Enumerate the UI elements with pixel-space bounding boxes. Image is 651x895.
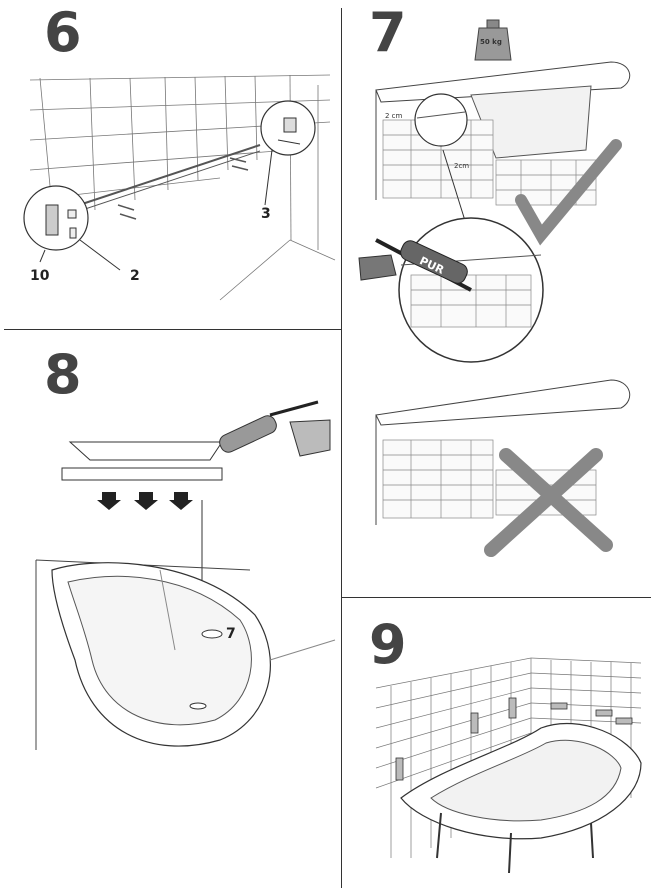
vertical-divider (341, 8, 342, 888)
label-3: 3 (261, 206, 271, 222)
label-2: 2 (130, 268, 140, 284)
gap-side-label: 2cm (454, 162, 470, 170)
weight-label: 50 kg (480, 38, 502, 46)
step-8-panel: 8 7 (0, 330, 341, 895)
label-10: 10 (30, 268, 50, 284)
wall-bracket-illustration (23, 74, 336, 301)
tub-support-illustration (358, 19, 631, 557)
step-number: 9 (369, 613, 407, 676)
step-6-panel: 6 (0, 0, 341, 329)
horizontal-divider-right (341, 597, 651, 598)
step-7-panel: 7 (341, 0, 651, 597)
gap-top-label: 2 cm (385, 112, 403, 120)
label-7: 7 (226, 626, 236, 642)
drain-sealant-illustration (35, 400, 336, 750)
horizontal-divider-left (4, 329, 341, 330)
step-9-panel: 9 (341, 598, 651, 895)
step-number: 8 (44, 343, 82, 406)
installed-tub-illustration (375, 657, 642, 874)
step-number: 7 (369, 1, 407, 64)
step-number: 6 (44, 1, 82, 64)
